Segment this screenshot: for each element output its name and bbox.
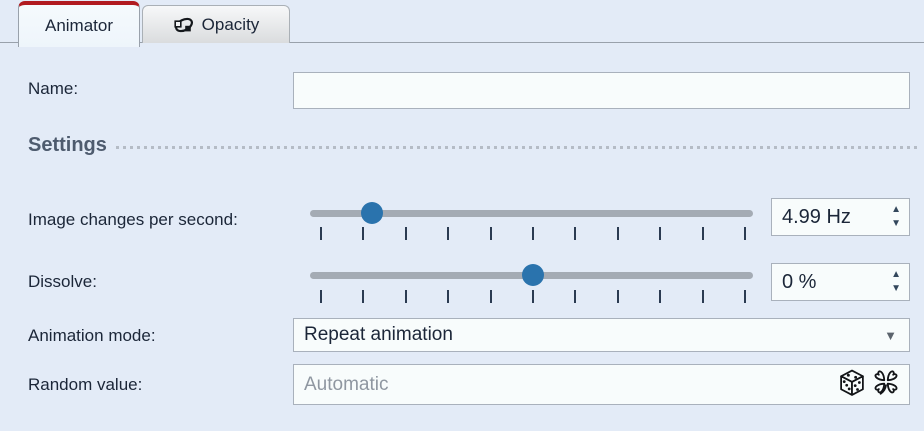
image-changes-slider-thumb[interactable]: [361, 202, 384, 224]
dice-button[interactable]: [835, 369, 869, 400]
image-changes-slider-ticks: [320, 227, 746, 240]
random-value-input[interactable]: [294, 365, 835, 404]
image-changes-value-input[interactable]: [780, 204, 888, 230]
animation-mode-selected: Repeat animation: [304, 324, 453, 345]
dice-icon: [838, 369, 866, 400]
random-value-label: Random value:: [28, 375, 143, 394]
image-changes-spin-up-icon[interactable]: ▲: [891, 204, 901, 215]
image-changes-label: Image changes per second:: [28, 210, 238, 229]
dissolve-slider[interactable]: [310, 264, 753, 286]
settings-section-title: Settings: [28, 134, 107, 156]
tab-animator[interactable]: Animator: [18, 1, 140, 47]
name-input[interactable]: [294, 73, 909, 108]
tab-opacity-label: Opacity: [201, 14, 260, 34]
name-field-box: [293, 72, 910, 109]
dissolve-slider-thumb[interactable]: [521, 264, 544, 286]
settings-section-rule: [116, 146, 918, 149]
tabbar-separator: [0, 42, 924, 43]
tab-opacity[interactable]: Opacity: [142, 5, 290, 43]
dissolve-value-input[interactable]: [780, 269, 888, 295]
dissolve-spin-up-icon[interactable]: ▲: [891, 269, 901, 280]
image-changes-slider[interactable]: [310, 202, 753, 224]
chevron-down-icon: ▼: [884, 327, 897, 343]
image-changes-spinbox: ▲ ▼: [771, 198, 910, 236]
tab-animator-label: Animator: [44, 16, 114, 35]
dissolve-slider-ticks: [320, 290, 746, 303]
dissolve-spin-down-icon[interactable]: ▼: [891, 283, 901, 294]
image-changes-spin-down-icon[interactable]: ▼: [891, 218, 901, 229]
dissolve-label: Dissolve:: [28, 272, 97, 291]
opacity-loop-icon: [173, 14, 195, 36]
clover-icon: [872, 369, 900, 400]
name-label: Name:: [28, 79, 79, 98]
dissolve-spinbox: ▲ ▼: [771, 263, 910, 301]
animation-mode-label: Animation mode:: [28, 326, 156, 345]
animation-mode-dropdown[interactable]: Repeat animation ▼: [293, 318, 910, 352]
random-value-field-box: [293, 364, 910, 405]
clover-button[interactable]: [869, 369, 903, 400]
